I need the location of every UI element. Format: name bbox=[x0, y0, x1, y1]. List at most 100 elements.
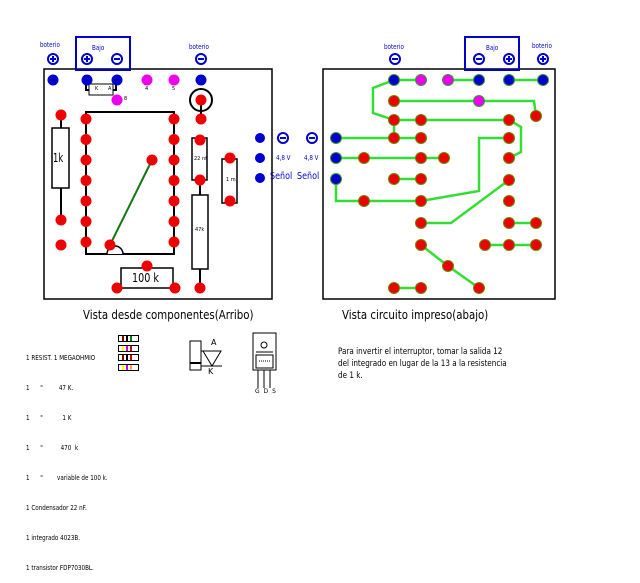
component-pad bbox=[224, 195, 236, 207]
color-band bbox=[126, 364, 128, 370]
ic-pin-pad bbox=[168, 154, 180, 166]
solder-pad bbox=[503, 239, 515, 251]
transistor-pin-labels: G D S bbox=[255, 388, 277, 395]
switch-pad bbox=[111, 94, 123, 106]
voltage-label: 4,8 V bbox=[276, 154, 291, 162]
solder-pad bbox=[503, 152, 515, 164]
parts-list-item: 1 transistor FDP7030BL. bbox=[26, 564, 94, 572]
component-pad bbox=[141, 260, 153, 272]
switch-pad bbox=[141, 74, 153, 86]
connector-minus-icon bbox=[306, 132, 318, 144]
ic-pin-pad bbox=[80, 236, 92, 248]
solder-pad bbox=[388, 173, 400, 185]
color-band bbox=[122, 355, 124, 360]
copper-trace bbox=[394, 99, 538, 117]
ic-pin-pad bbox=[168, 195, 180, 207]
connector-minus-icon bbox=[277, 132, 289, 144]
capacitor-label: 22 nf bbox=[194, 156, 207, 162]
solder-pad bbox=[388, 282, 400, 294]
switch-pad bbox=[473, 95, 485, 107]
circuit-battery-label-left: boterio bbox=[384, 43, 404, 51]
resistor-1k bbox=[51, 127, 70, 189]
resistor-1m-label: 1 m bbox=[226, 177, 236, 183]
solder-pad bbox=[388, 95, 400, 107]
copper-trace bbox=[371, 78, 395, 122]
terminal-pad bbox=[473, 74, 485, 86]
circuit-view-caption: Vista circuito impreso(abajo) bbox=[342, 308, 489, 322]
component-view-board bbox=[43, 68, 273, 300]
terminal-pad bbox=[47, 74, 59, 86]
component-pad bbox=[55, 109, 67, 121]
terminal-pad bbox=[537, 74, 549, 86]
connector-pad bbox=[330, 152, 342, 164]
color-band bbox=[130, 364, 132, 370]
switch-box-label: Bajo bbox=[92, 44, 105, 52]
color-band bbox=[122, 336, 124, 341]
resistor-color-band-box bbox=[118, 344, 139, 352]
solder-pad bbox=[415, 132, 427, 144]
diode-cathode-label: K bbox=[208, 367, 214, 376]
minus-terminal-icon bbox=[195, 53, 207, 65]
solder-pad bbox=[530, 239, 542, 251]
parts-list-item: 1 RESIST. 1 MEGAOHMIO bbox=[26, 354, 96, 362]
switch-box-outline bbox=[75, 36, 131, 71]
component-pad bbox=[224, 152, 236, 164]
solder-pad bbox=[530, 217, 542, 229]
ic-pin-pad bbox=[168, 175, 180, 186]
circuit-plus-terminal-icon bbox=[537, 53, 549, 65]
resistor-47k-label: 47k bbox=[195, 227, 205, 233]
pot-100k-label: 100 k bbox=[132, 271, 159, 285]
connector-pad bbox=[330, 132, 342, 144]
note-line: de 1 k. bbox=[338, 371, 363, 381]
solder-pad bbox=[415, 217, 427, 229]
diode-mark-a: A bbox=[108, 86, 112, 92]
color-band bbox=[130, 345, 132, 351]
resistor-color-band-box bbox=[118, 335, 139, 342]
solder-pad bbox=[530, 110, 542, 122]
voltage-label: 4,8 V bbox=[304, 154, 319, 162]
pin-mark: 5 bbox=[172, 86, 176, 92]
diode-body bbox=[189, 340, 202, 371]
plus-terminal-icon bbox=[47, 53, 59, 65]
color-band bbox=[126, 336, 128, 341]
terminal-pad bbox=[503, 74, 515, 86]
battery-label-right: boterio bbox=[189, 43, 209, 51]
solder-pad bbox=[442, 260, 454, 272]
terminal-pad bbox=[388, 74, 400, 86]
component-pad bbox=[194, 174, 206, 186]
terminal-pad bbox=[111, 74, 123, 86]
circuit-battery-label-right: boterio bbox=[532, 42, 552, 50]
ic-pin-pad bbox=[80, 134, 92, 145]
pin-mark: 4 bbox=[145, 86, 149, 92]
component-pad bbox=[194, 282, 206, 294]
component-pad bbox=[55, 239, 67, 251]
resistor-47k bbox=[191, 194, 209, 270]
solder-pad bbox=[503, 195, 515, 207]
parts-list: 1 RESIST. 1 MEGAOHMIO 1 " 47 K. 1 " 1 K … bbox=[26, 333, 108, 583]
terminal-pad bbox=[195, 74, 207, 86]
circuit-minus-terminal-icon bbox=[389, 53, 401, 65]
terminal-pad bbox=[81, 74, 93, 86]
switch-pad bbox=[168, 74, 180, 86]
diode-anode-label: A bbox=[211, 338, 217, 347]
circuit-switch-plus-icon bbox=[503, 53, 515, 65]
battery-label-left: boterio bbox=[40, 41, 60, 49]
circuit-switch-box-outline bbox=[464, 36, 520, 71]
copper-trace bbox=[421, 178, 510, 225]
ic-4023b-outline bbox=[85, 111, 175, 255]
pin-mark: 8 bbox=[124, 96, 128, 102]
color-band bbox=[126, 345, 128, 351]
connector-pad bbox=[255, 173, 265, 183]
solder-pad bbox=[415, 173, 427, 185]
parts-list-item: 1 " variable de 100 k. bbox=[26, 474, 108, 482]
switch-pad bbox=[442, 74, 454, 86]
solder-pad bbox=[415, 114, 427, 126]
parts-list-item: 1 " 47 K. bbox=[26, 384, 74, 392]
ic-pin-pad bbox=[168, 236, 180, 248]
solder-pad bbox=[415, 282, 427, 294]
solder-pad bbox=[415, 195, 427, 207]
connector-pad bbox=[330, 173, 342, 185]
solder-pad bbox=[503, 217, 515, 229]
solder-pad bbox=[473, 282, 485, 294]
component-pad bbox=[146, 154, 158, 166]
